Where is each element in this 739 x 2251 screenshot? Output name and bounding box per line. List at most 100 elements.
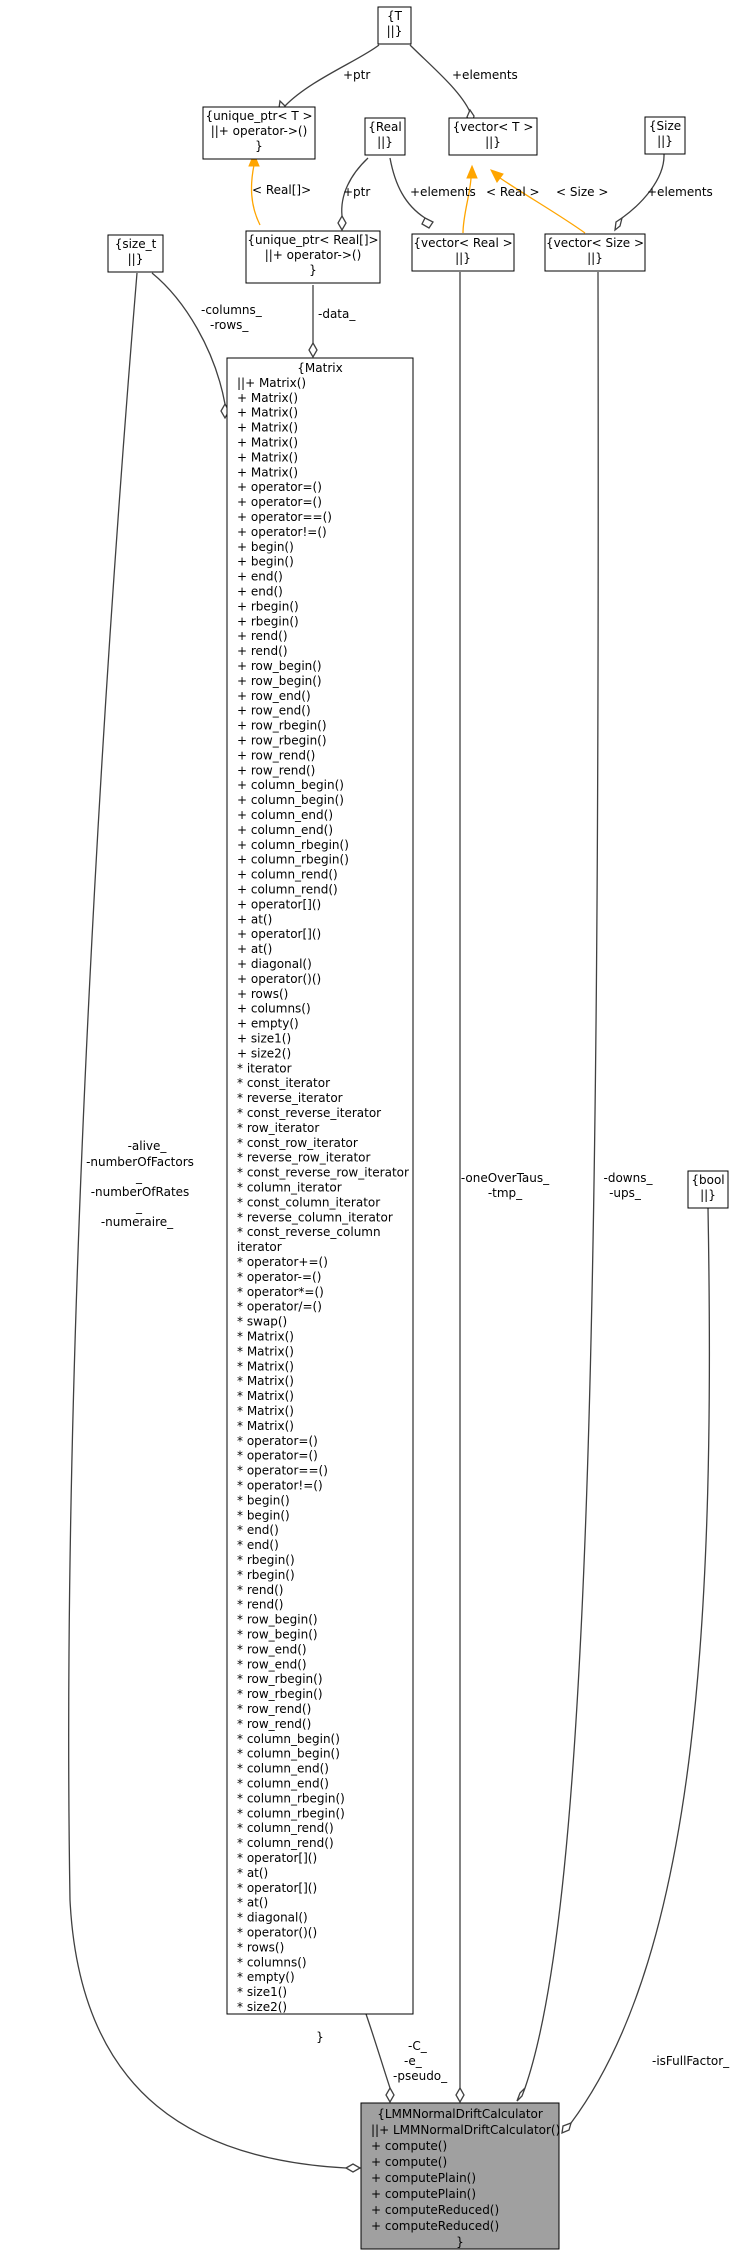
edge-data-diamond <box>308 341 318 359</box>
node-matrix-line-93: * column_begin() <box>237 1732 340 1746</box>
node-matrix-line-51: * const_reverse_iterator <box>237 1106 381 1120</box>
label-e: -e_ <box>404 2054 423 2068</box>
node-matrix-line-5: + Matrix() <box>237 421 298 435</box>
edge-downs-ups <box>524 271 599 2089</box>
node-size[interactable]: {Size ||} <box>644 116 686 155</box>
label-pseudo: -pseudo_ <box>393 2069 448 2083</box>
node-real-line-1: {Real <box>368 120 402 134</box>
node-matrix-line-16: + end() <box>237 585 283 599</box>
node-lmm-line-8: + computeReduced() <box>371 2219 499 2233</box>
node-matrix-line-94: * column_begin() <box>237 1747 340 1761</box>
node-vector-real-line-2: ||} <box>455 251 471 265</box>
node-matrix-line-97: * column_rbegin() <box>237 1791 345 1805</box>
node-matrix-line-68: * Matrix() <box>237 1359 294 1373</box>
edge-template-vector-size <box>499 177 586 234</box>
edge-template-vector-size-arrow <box>490 169 504 183</box>
node-matrix-line-43: + rows() <box>237 987 288 1001</box>
node-lmm-normal-drift-calculator[interactable]: {LMMNormalDriftCalculator||+ LMMNormalDr… <box>360 2102 560 2250</box>
node-bool-line-2: ||} <box>700 1188 716 1202</box>
node-matrix-line-58: * reverse_column_iterator <box>237 1210 393 1224</box>
node-matrix-line-105: * diagonal() <box>237 1911 308 1925</box>
node-unique-ptr-real[interactable]: {unique_ptr< Real[]> ||+ operator->() } <box>245 230 381 284</box>
node-matrix-line-3: + Matrix() <box>237 391 298 405</box>
node-matrix-line-89: * row_rbegin() <box>237 1672 323 1686</box>
node-unique-ptr-t-line-1: {unique_ptr< T > <box>205 109 312 123</box>
node-size-line-1: {Size <box>649 119 681 133</box>
node-matrix-line-17: + rbegin() <box>237 599 299 613</box>
node-vector-real-line-1: {vector< Real > <box>413 236 512 250</box>
node-matrix-line-90: * row_rbegin() <box>237 1687 323 1701</box>
node-unique-ptr-real-line-3: } <box>309 263 317 277</box>
node-matrix-line-19: + rend() <box>237 629 288 643</box>
node-bool-line-1: {bool <box>691 1173 724 1187</box>
node-matrix-line-45: + empty() <box>237 1017 299 1031</box>
node-matrix-line-11: + operator==() <box>237 510 332 524</box>
node-matrix[interactable]: {Matrix||+ Matrix()+ Matrix()+ Matrix()+… <box>226 357 414 2044</box>
node-matrix-line-47: + size2() <box>237 1046 291 1060</box>
node-matrix-line-25: + row_rbegin() <box>237 719 327 733</box>
node-lmm-line-7: + computeReduced() <box>371 2203 499 2217</box>
node-matrix-line-77: * begin() <box>237 1493 290 1507</box>
node-lmm-line-9: } <box>456 2235 464 2249</box>
node-matrix-line-62: * operator-=() <box>237 1270 321 1284</box>
node-matrix-line-66: * Matrix() <box>237 1330 294 1344</box>
node-t[interactable]: {T ||} <box>377 6 412 45</box>
edge-downs-ups-diamond <box>516 2087 526 2102</box>
label-columns: -columns_ <box>201 303 263 317</box>
node-real[interactable]: {Real ||} <box>364 117 406 156</box>
node-unique-ptr-real-line-2: ||+ operator->() <box>265 248 362 262</box>
node-matrix-line-8: + Matrix() <box>237 465 298 479</box>
node-matrix-line-76: * operator!=() <box>237 1479 323 1493</box>
node-matrix-line-69: * Matrix() <box>237 1374 294 1388</box>
node-vector-t[interactable]: {vector< T > ||} <box>448 117 538 156</box>
node-matrix-line-46: + size1() <box>237 1032 291 1046</box>
node-matrix-line-48: * iterator <box>237 1061 292 1075</box>
node-matrix-line-31: + column_end() <box>237 808 333 822</box>
label-rows: -rows_ <box>210 318 249 332</box>
label-elements-real: +elements <box>410 185 476 199</box>
node-matrix-line-70: * Matrix() <box>237 1389 294 1403</box>
node-matrix-line-81: * rbegin() <box>237 1553 295 1567</box>
node-matrix-line-71: * Matrix() <box>237 1404 294 1418</box>
node-bool[interactable]: {bool ||} <box>687 1170 729 1209</box>
node-matrix-line-57: * const_column_iterator <box>237 1195 380 1209</box>
edge-oneovertaus-tmp-diamond <box>455 2086 465 2104</box>
node-matrix-line-99: * column_rend() <box>237 1821 334 1835</box>
node-matrix-line-6: + Matrix() <box>237 436 298 450</box>
label-ptr-t: +ptr <box>343 68 370 82</box>
edge-ptr-real-diamond <box>337 214 347 232</box>
label-tmp: -tmp_ <box>488 1186 523 1200</box>
node-matrix-line-1: {Matrix <box>297 361 342 375</box>
label-real-vec: < Real > <box>486 185 540 199</box>
edge-columns-rows <box>151 272 226 405</box>
node-matrix-line-13: + begin() <box>237 540 294 554</box>
node-vector-size-line-2: ||} <box>587 251 603 265</box>
node-vector-size[interactable]: {vector< Size > ||} <box>544 233 646 272</box>
edge-ptr-real <box>341 157 369 217</box>
edge-isfullfactor-diamond <box>561 2121 572 2135</box>
node-matrix-line-15: + end() <box>237 570 283 584</box>
node-matrix-line-100: * column_rend() <box>237 1836 334 1850</box>
node-matrix-line-18: + rbegin() <box>237 614 299 628</box>
node-matrix-line-20: + rend() <box>237 644 288 658</box>
node-matrix-line-21: + row_begin() <box>237 659 322 673</box>
node-matrix-line-36: + column_rend() <box>237 883 338 897</box>
node-matrix-line-52: * row_iterator <box>237 1121 319 1135</box>
node-matrix-line-61: * operator+=() <box>237 1255 328 1269</box>
edge-alive <box>68 272 347 2169</box>
label-underscore-1: _ <box>135 1170 143 1184</box>
label-numeraire: -numeraire_ <box>101 1215 174 1229</box>
node-matrix-line-109: * empty() <box>237 1970 295 1984</box>
node-unique-ptr-t[interactable]: {unique_ptr< T > ||+ operator->() } <box>202 106 316 160</box>
node-lmm-line-4: + compute() <box>371 2155 447 2169</box>
node-matrix-line-53: * const_row_iterator <box>237 1136 358 1150</box>
edge-elements-real <box>389 157 426 219</box>
edge-template-vector-real-arrow <box>466 164 478 179</box>
node-unique-ptr-real-line-1: {unique_ptr< Real[]> <box>247 233 378 247</box>
node-matrix-line-80: * end() <box>237 1538 279 1552</box>
node-size-t[interactable]: {size_t ||} <box>107 234 164 273</box>
node-vector-real[interactable]: {vector< Real > ||} <box>411 233 515 272</box>
label-is-full-factor: -isFullFactor_ <box>652 2054 730 2068</box>
node-matrix-line-75: * operator==() <box>237 1464 328 1478</box>
node-matrix-line-29: + column_begin() <box>237 778 344 792</box>
